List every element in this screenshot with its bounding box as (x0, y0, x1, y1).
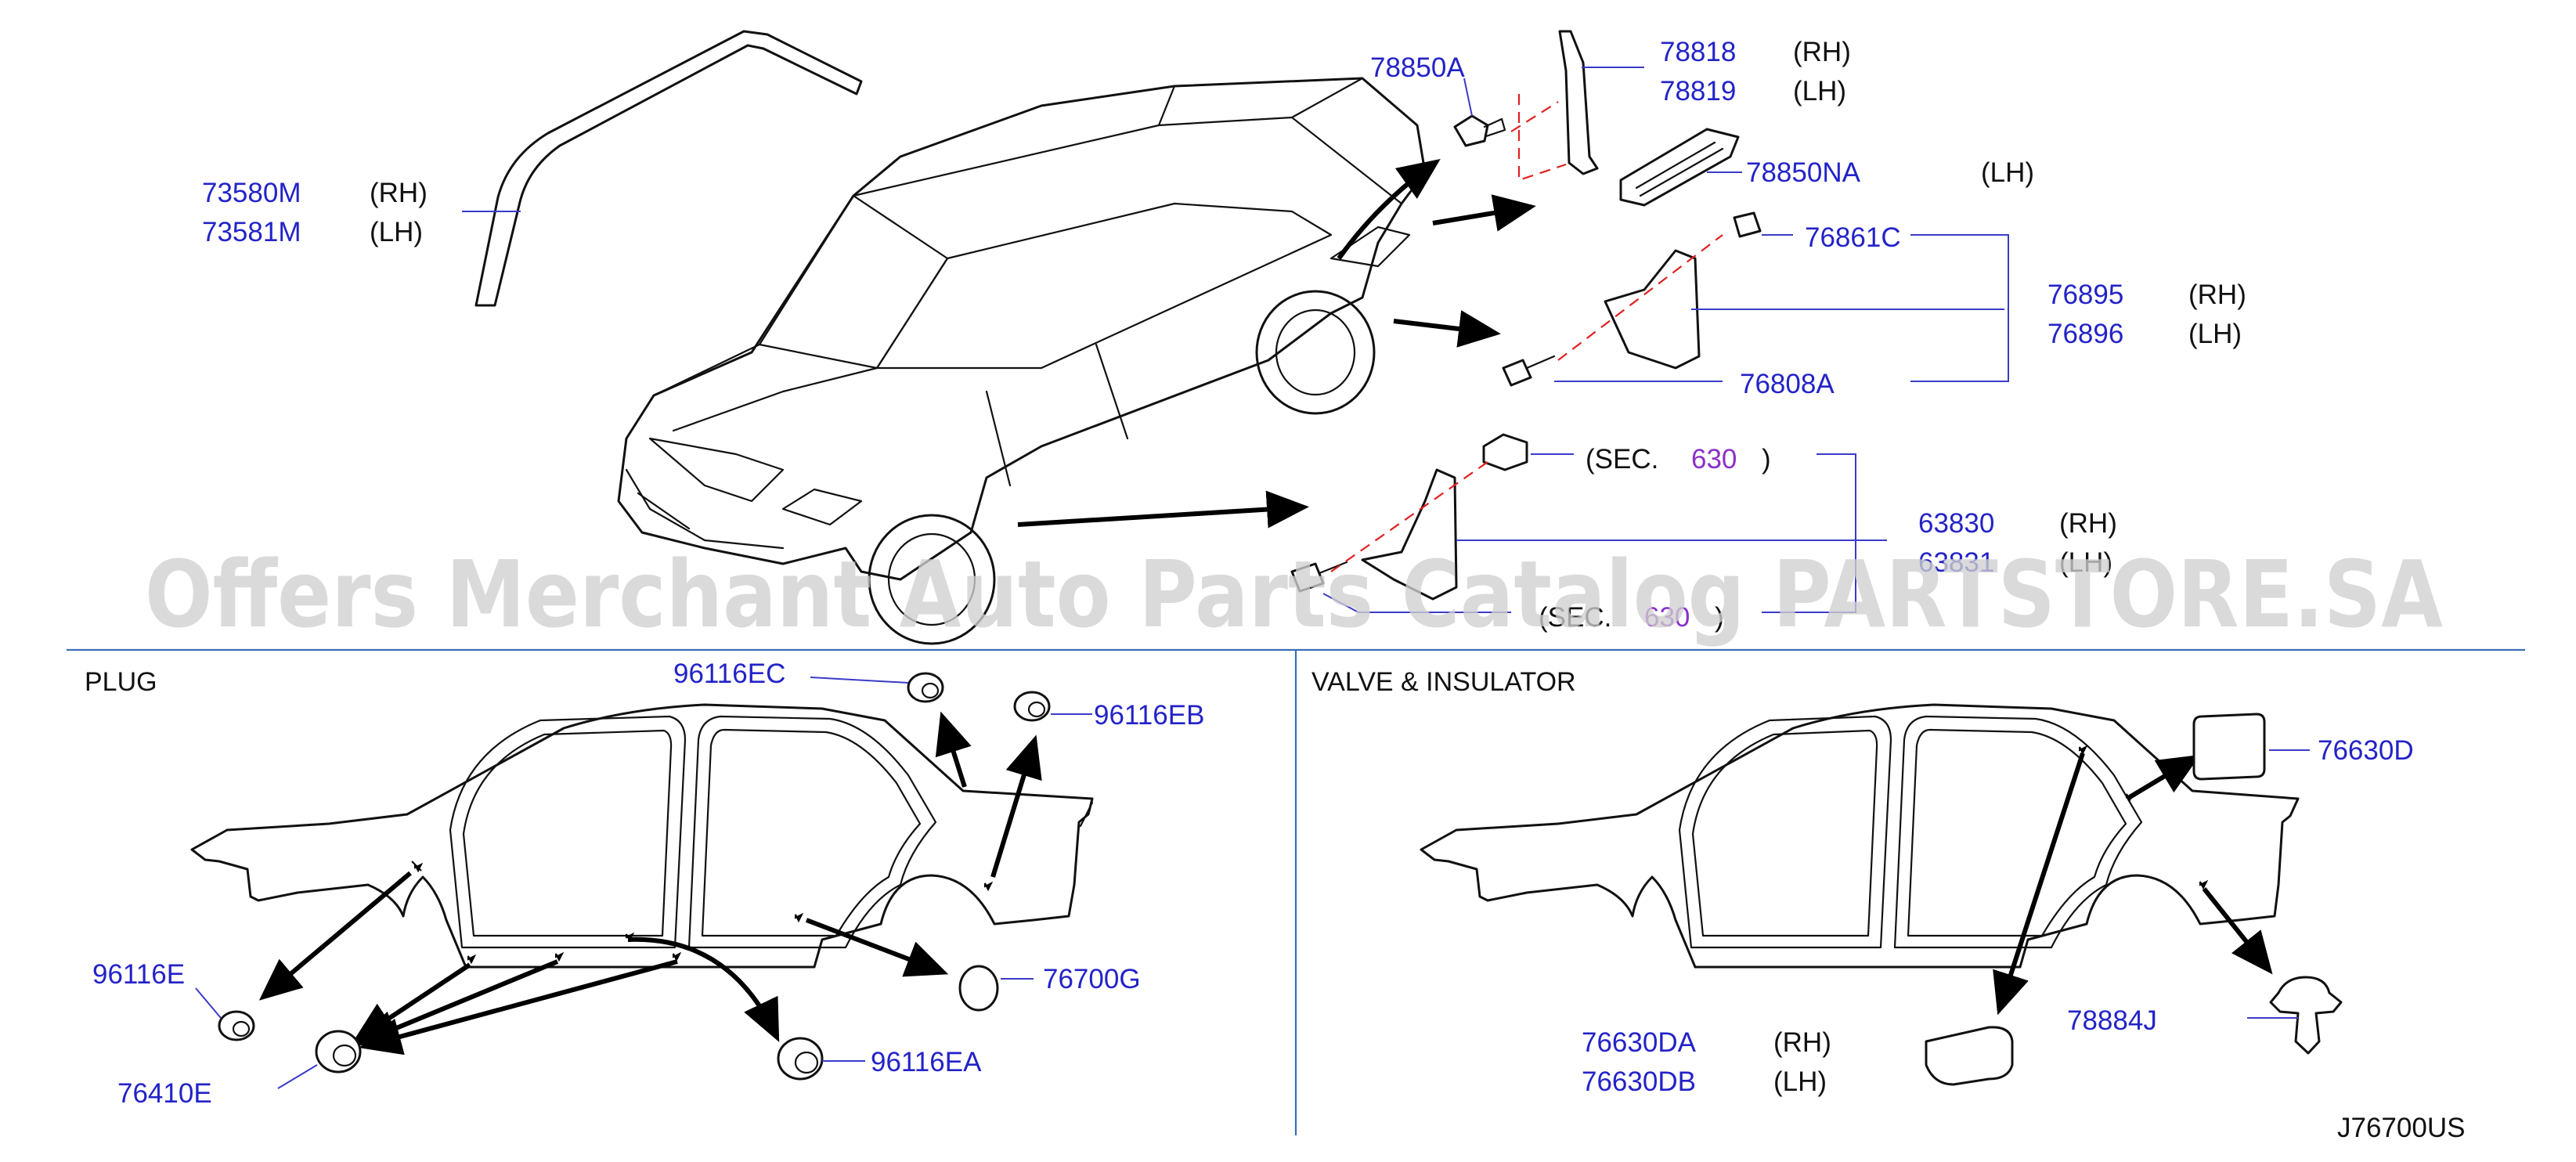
label-73581m-side: (LH) (370, 217, 423, 247)
label-63831-side: (LH) (2059, 547, 2112, 578)
label-96116e: 96116E (92, 959, 185, 990)
screw-76808a-icon (1502, 355, 1556, 387)
label-78819-side: (LH) (1793, 76, 1846, 106)
clip-78850a-icon (1453, 114, 1506, 147)
section-title-plug: PLUG (85, 667, 157, 697)
upper-leaders (462, 67, 2009, 613)
label-76700g: 76700G (1043, 964, 1141, 994)
plug-leaders (195, 677, 1092, 1089)
assembly-guides (1330, 94, 1723, 572)
label-63830-side: (RH) (2059, 508, 2117, 539)
insulator-76630da-icon (1925, 1026, 2014, 1086)
label-63830: 63830 (1918, 508, 1994, 539)
section-title-valve: VALVE & INSULATOR (1311, 667, 1576, 697)
label-76630db: 76630DB (1582, 1066, 1696, 1097)
plug-96116ec-icon (907, 672, 944, 703)
label-76630d: 76630D (2318, 735, 2414, 766)
bracket-78818-icon (1558, 30, 1599, 175)
plug-96116ea-icon (777, 1037, 824, 1081)
label-76896-side: (LH) (2188, 319, 2242, 349)
upper-arrows (1017, 159, 1536, 529)
screw-63830-icon (1290, 561, 1348, 593)
mud-guard-63830-icon (1361, 468, 1458, 601)
label-76630da-side: (RH) (1773, 1027, 1831, 1058)
valve-arrows (1993, 752, 2273, 1016)
body-side-plug-illustration (190, 703, 1094, 969)
label-96116ea: 96116EA (871, 1047, 982, 1077)
label-sec1-suffix: ) (1762, 444, 1771, 475)
label-78850na-side: (LH) (1981, 157, 2034, 188)
label-78819: 78819 (1660, 76, 1736, 106)
insulator-76630d-icon (2192, 713, 2266, 781)
car-illustration (617, 77, 1427, 645)
label-63831: 63831 (1918, 547, 1994, 578)
section-dividers (67, 648, 2525, 1135)
body-side-valve-illustration (1420, 703, 2300, 969)
clip-sec630-icon (1482, 433, 1528, 471)
label-96116ec: 96116EC (673, 659, 785, 689)
plug-96116eb-icon (1013, 691, 1051, 722)
vent-78850na-icon (1619, 128, 1740, 207)
plug-arrows (258, 711, 1042, 1056)
label-78818: 78818 (1660, 37, 1736, 67)
label-sec2-number: 630 (1644, 602, 1690, 633)
clip-76861c-icon (1733, 211, 1762, 238)
label-76895: 76895 (2047, 280, 2123, 310)
valve-leaders (2247, 749, 2310, 1019)
label-73580m: 73580M (202, 178, 301, 208)
label-73580m-side: (RH) (370, 178, 428, 208)
label-sec2-suffix: ) (1715, 602, 1724, 633)
label-96116eb: 96116EB (1094, 700, 1204, 731)
label-76410e: 76410E (117, 1078, 212, 1109)
label-73581m: 73581M (202, 217, 301, 247)
valve-78884j-icon (2269, 976, 2343, 1055)
diagram-code: J76700US (2337, 1113, 2465, 1143)
plug-96116e-icon (218, 1010, 255, 1041)
label-76895-side: (RH) (2188, 280, 2246, 310)
roof-molding-illustration (474, 30, 863, 307)
label-76630db-side: (LH) (1773, 1066, 1827, 1097)
label-78850na: 78850NA (1746, 157, 1861, 188)
plug-76410e-icon (315, 1030, 362, 1074)
label-sec1-prefix: (SEC. (1586, 444, 1658, 475)
label-sec2-prefix: (SEC. (1539, 602, 1611, 633)
label-sec1-number: 630 (1691, 444, 1737, 475)
mud-guard-76895-icon (1604, 249, 1701, 370)
label-76808a: 76808A (1740, 369, 1835, 399)
label-78884j: 78884J (2067, 1005, 2157, 1036)
label-76896: 76896 (2047, 319, 2123, 349)
plug-76700g-icon (958, 965, 999, 1012)
label-78850a: 78850A (1370, 52, 1465, 83)
label-76861c: 76861C (1805, 222, 1901, 253)
watermark: Offers Merchant Auto Parts Catalog PARTS… (145, 540, 2443, 648)
label-78818-side: (RH) (1793, 37, 1851, 67)
label-76630da: 76630DA (1582, 1027, 1697, 1058)
